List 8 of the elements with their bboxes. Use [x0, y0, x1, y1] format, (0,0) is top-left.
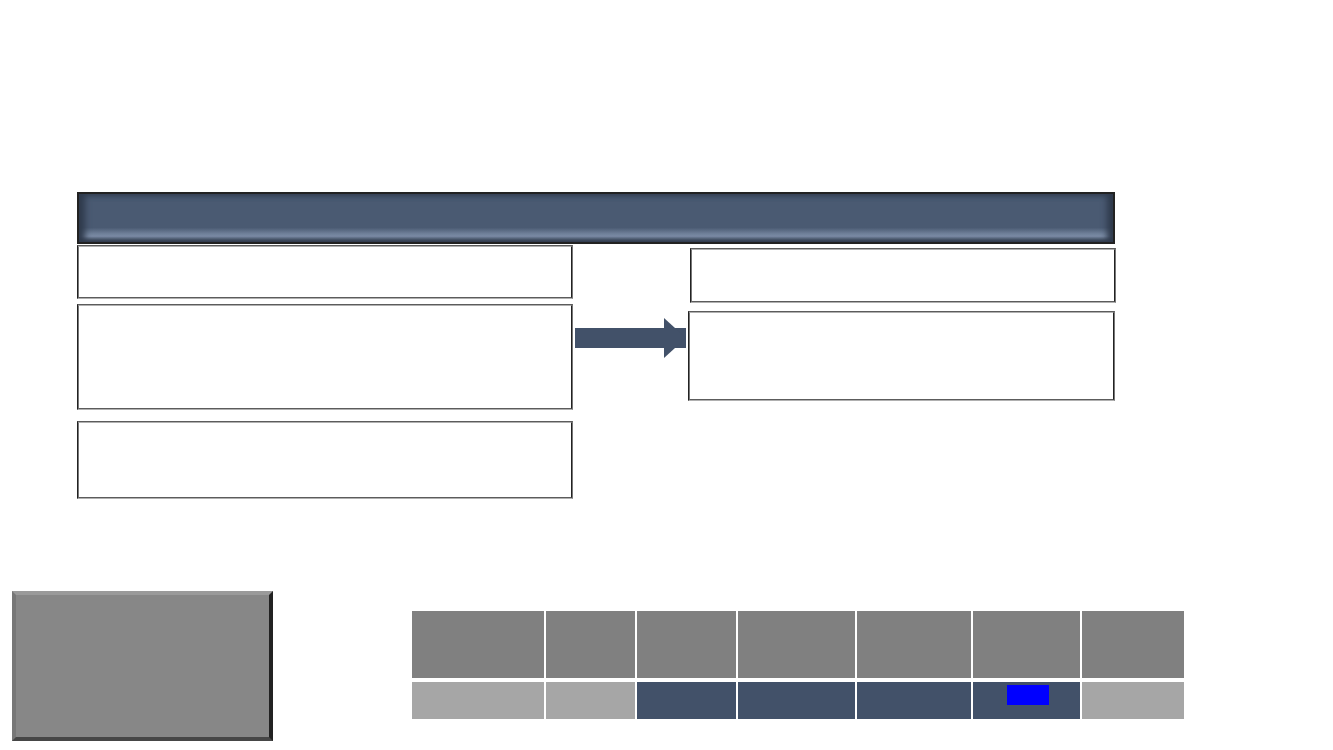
- block-arrow: [575, 318, 686, 358]
- content-box: [690, 248, 1116, 303]
- content-box: [688, 311, 1115, 401]
- content-box: [77, 304, 573, 410]
- content-box: [77, 245, 573, 299]
- header-bar: [77, 192, 1115, 244]
- content-box: [77, 421, 573, 499]
- bevel-box: [12, 591, 273, 741]
